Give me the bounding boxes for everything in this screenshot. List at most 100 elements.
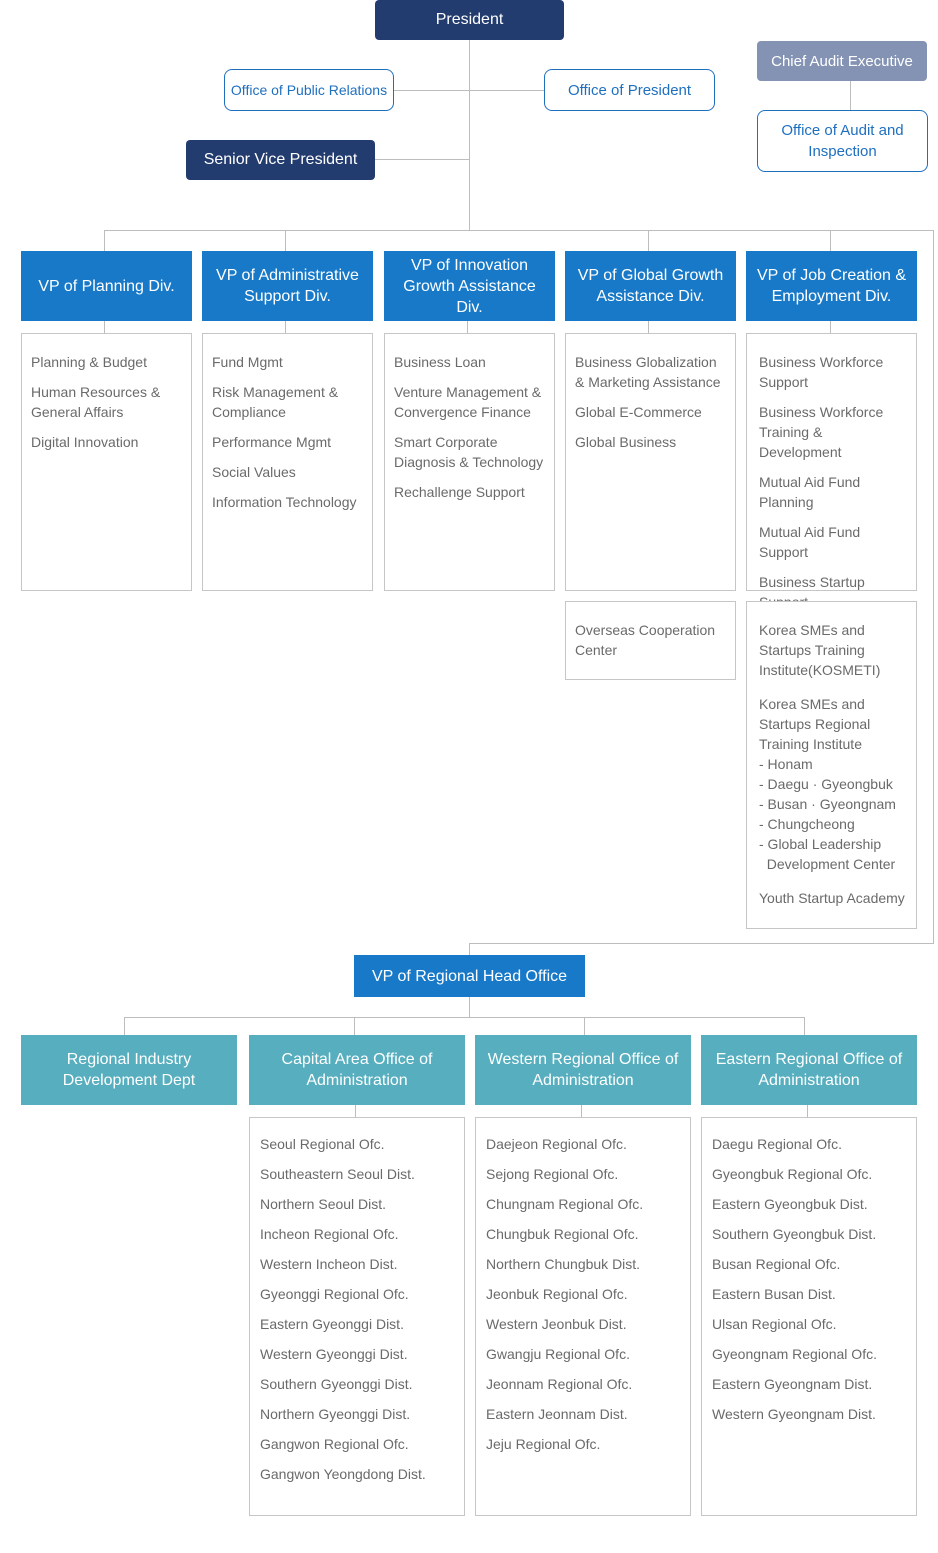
connector-line [933, 230, 934, 944]
list-item[interactable]: Youth Startup Academy [759, 890, 905, 906]
division-header-global[interactable]: VP of Global Growth Assistance Div. [565, 251, 736, 321]
connector-line [830, 230, 831, 251]
list-item[interactable]: Eastern Gyeonggi Dist. [260, 1316, 404, 1332]
president-box[interactable]: President [375, 0, 564, 40]
audit-office-box[interactable]: Office of Audit and Inspection [757, 110, 928, 172]
list-item[interactable]: Korea SMEs and Startups Training Institu… [759, 622, 881, 678]
connector-line [807, 1104, 808, 1118]
chief-audit-box[interactable]: Chief Audit Executive [757, 41, 927, 81]
region-header-capital[interactable]: Capital Area Office of Administration [249, 1035, 465, 1105]
list-item[interactable]: Western Gyeonggi Dist. [260, 1346, 408, 1362]
connector-line [124, 1017, 125, 1035]
list-item[interactable]: Incheon Regional Ofc. [260, 1226, 399, 1242]
list-item[interactable]: Mutual Aid Fund Support [759, 524, 861, 560]
connector-line [469, 943, 934, 944]
list-item[interactable]: Western Gyeongnam Dist. [712, 1406, 876, 1422]
senior-vp-box[interactable]: Senior Vice President [186, 140, 375, 180]
division-list-global: Business Globalization & Marketing Assis… [565, 333, 736, 591]
list-item[interactable]: Information Technology [212, 494, 357, 510]
list-item[interactable]: Gwangju Regional Ofc. [486, 1346, 630, 1362]
list-item[interactable]: Sejong Regional Ofc. [486, 1166, 619, 1182]
list-item[interactable]: Business Loan [394, 354, 486, 370]
region-header-eastern[interactable]: Eastern Regional Office of Administratio… [701, 1035, 917, 1105]
list-item[interactable]: Jeonbuk Regional Ofc. [486, 1286, 628, 1302]
connector-line [467, 320, 468, 334]
division-header-job-creation[interactable]: VP of Job Creation & Employment Div. [746, 251, 917, 321]
list-item[interactable]: Ulsan Regional Ofc. [712, 1316, 837, 1332]
division-header-innovation[interactable]: VP of Innovation Growth Assistance Div. [384, 251, 555, 321]
list-item[interactable]: Western Jeonbuk Dist. [486, 1316, 627, 1332]
region-list-capital: Seoul Regional Ofc. Southeastern Seoul D… [249, 1117, 465, 1516]
list-item[interactable]: Business Workforce Training & Developmen… [759, 404, 884, 460]
division-list-planning: Planning & Budget Human Resources & Gene… [21, 333, 192, 591]
list-item[interactable]: Eastern Busan Dist. [712, 1286, 836, 1302]
connector-line [804, 1017, 805, 1035]
list-item[interactable]: Jeju Regional Ofc. [486, 1436, 601, 1452]
list-item[interactable]: Gyeongnam Regional Ofc. [712, 1346, 877, 1362]
list-item[interactable]: Business Globalization & Marketing Assis… [575, 354, 721, 390]
connector-line [355, 1104, 356, 1118]
list-item[interactable]: Global E-Commerce [575, 404, 702, 420]
list-item[interactable]: Seoul Regional Ofc. [260, 1136, 385, 1152]
list-item[interactable]: Overseas Cooperation Center [575, 622, 716, 658]
list-item[interactable]: Risk Management & Compliance [212, 384, 339, 420]
division-header-admin-support[interactable]: VP of Administrative Support Div. [202, 251, 373, 321]
list-item[interactable]: Eastern Gyeongbuk Dist. [712, 1196, 868, 1212]
office-president-box[interactable]: Office of President [544, 69, 715, 111]
list-subitem[interactable]: - Honam [759, 756, 813, 772]
list-subitem[interactable]: - Daegu · Gyeongbuk [759, 776, 893, 792]
list-item[interactable]: Northern Seoul Dist. [260, 1196, 387, 1212]
list-subitem[interactable]: - Busan · Gyeongnam [759, 796, 896, 812]
list-subitem[interactable]: Development Center [759, 856, 896, 872]
overseas-cooperation-box: Overseas Cooperation Center [565, 601, 736, 680]
list-item[interactable]: Gyeonggi Regional Ofc. [260, 1286, 409, 1302]
list-item[interactable]: Gyeongbuk Regional Ofc. [712, 1166, 873, 1182]
list-item[interactable]: Western Incheon Dist. [260, 1256, 398, 1272]
list-item[interactable]: Korea SMEs and Startups Regional Trainin… [759, 696, 871, 752]
list-item[interactable]: Human Resources & General Affairs [31, 384, 161, 420]
list-item[interactable]: Eastern Gyeongnam Dist. [712, 1376, 873, 1392]
training-institute-box: Korea SMEs and Startups Training Institu… [746, 601, 917, 929]
list-item[interactable]: Chungbuk Regional Ofc. [486, 1226, 639, 1242]
list-item[interactable]: Venture Management & Convergence Finance [394, 384, 542, 420]
list-item[interactable]: Gangwon Yeongdong Dist. [260, 1466, 426, 1482]
list-item[interactable]: Southern Gyeonggi Dist. [260, 1376, 413, 1392]
list-item[interactable]: Business Workforce Support [759, 354, 884, 390]
division-header-planning[interactable]: VP of Planning Div. [21, 251, 192, 321]
list-item[interactable]: Planning & Budget [31, 354, 147, 370]
region-header-western[interactable]: Western Regional Office of Administratio… [475, 1035, 691, 1105]
list-item[interactable]: Northern Chungbuk Dist. [486, 1256, 641, 1272]
list-item[interactable]: Eastern Jeonnam Dist. [486, 1406, 628, 1422]
list-item[interactable]: Chungnam Regional Ofc. [486, 1196, 644, 1212]
connector-line [830, 320, 831, 334]
list-subitem[interactable]: - Global Leadership [759, 836, 882, 852]
connector-line [354, 1017, 355, 1035]
list-item[interactable]: Northern Gyeonggi Dist. [260, 1406, 411, 1422]
connector-line [285, 230, 286, 251]
list-item[interactable]: Jeonnam Regional Ofc. [486, 1376, 633, 1392]
division-list-job-creation: Business Workforce Support Business Work… [746, 333, 917, 610]
list-item[interactable]: Fund Mgmt [212, 354, 283, 370]
list-item[interactable]: Gangwon Regional Ofc. [260, 1436, 409, 1452]
regional-head-box[interactable]: VP of Regional Head Office [354, 955, 585, 997]
list-item[interactable]: Daejeon Regional Ofc. [486, 1136, 627, 1152]
public-relations-box[interactable]: Office of Public Relations [224, 69, 394, 111]
list-subitem[interactable]: - Chungcheong [759, 816, 855, 832]
list-item[interactable]: Busan Regional Ofc. [712, 1256, 841, 1272]
region-list-eastern: Daegu Regional Ofc. Gyeongbuk Regional O… [701, 1117, 917, 1516]
list-item[interactable]: Digital Innovation [31, 434, 139, 450]
connector-line [469, 943, 470, 955]
connector-line [850, 80, 851, 110]
division-list-innovation: Business Loan Venture Management & Conve… [384, 333, 555, 591]
list-item[interactable]: Social Values [212, 464, 296, 480]
list-item[interactable]: Smart Corporate Diagnosis & Technology [394, 434, 544, 470]
list-item[interactable]: Performance Mgmt [212, 434, 332, 450]
region-header-industry-dev[interactable]: Regional Industry Development Dept [21, 1035, 237, 1105]
list-item[interactable]: Rechallenge Support [394, 484, 525, 500]
list-item[interactable]: Global Business [575, 434, 677, 450]
connector-line [104, 320, 105, 334]
list-item[interactable]: Daegu Regional Ofc. [712, 1136, 842, 1152]
list-item[interactable]: Mutual Aid Fund Planning [759, 474, 861, 510]
list-item[interactable]: Southern Gyeongbuk Dist. [712, 1226, 877, 1242]
list-item[interactable]: Southeastern Seoul Dist. [260, 1166, 415, 1182]
